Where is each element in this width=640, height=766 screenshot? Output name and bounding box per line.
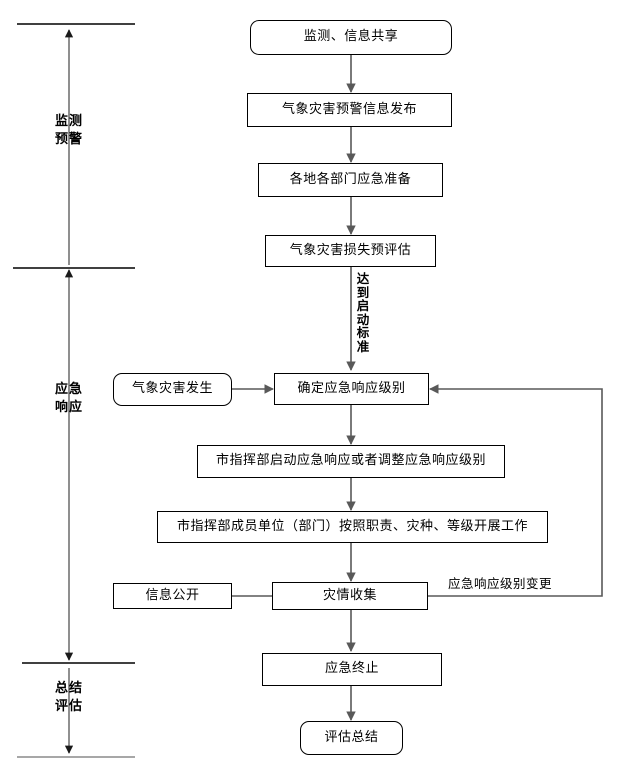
phase-label-response: 应急 响应 <box>54 382 83 415</box>
node-monitor-share[interactable]: 监测、信息共享 <box>250 20 452 55</box>
node-determine-level[interactable]: 确定应急响应级别 <box>274 373 429 405</box>
node-info-disclosure[interactable]: 信息公开 <box>113 583 232 609</box>
node-assess-summary[interactable]: 评估总结 <box>300 721 403 755</box>
node-loss-preassess[interactable]: 气象灾害损失预评估 <box>265 235 436 267</box>
node-emergency-terminate[interactable]: 应急终止 <box>262 653 442 686</box>
node-warning-release[interactable]: 气象灾害预警信息发布 <box>247 93 452 127</box>
node-member-units-work[interactable]: 市指挥部成员单位（部门）按照职责、灾种、等级开展工作 <box>157 511 548 543</box>
phase-label-summary: 总结 评估 <box>54 681 83 714</box>
node-disaster-collect[interactable]: 灾情收集 <box>272 582 428 610</box>
edge-label-trigger-standard: 达到启动标准 <box>356 271 370 354</box>
phase-label-monitoring: 监测 预警 <box>54 114 83 147</box>
node-local-prepare[interactable]: 各地各部门应急准备 <box>258 163 443 197</box>
node-disaster-occurs[interactable]: 气象灾害发生 <box>113 373 232 406</box>
edge-label-level-change: 应急响应级别变更 <box>448 576 553 591</box>
node-city-activate[interactable]: 市指挥部启动应急响应或者调整应急响应级别 <box>197 445 505 478</box>
